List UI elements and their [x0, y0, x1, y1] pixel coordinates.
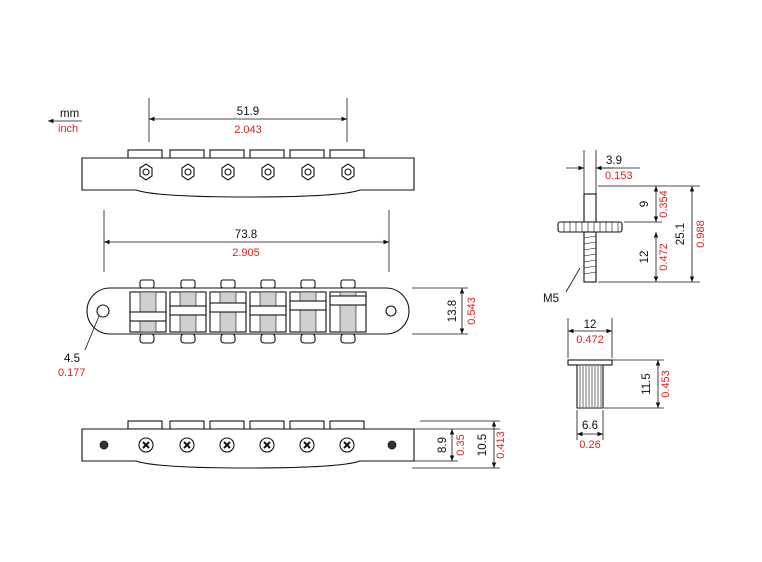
legend-mm: mm: [60, 108, 79, 120]
dim-base-height-mm: 8.9: [437, 437, 449, 453]
stud-thread: [583, 231, 597, 283]
dim-anchor-height-inch: 0.453: [660, 370, 672, 398]
stud-post: [583, 193, 597, 223]
dim-stud-total-mm: 25.1: [675, 223, 687, 245]
stud-knurl-wheel: [557, 221, 623, 233]
stud-view: 3.9 0.153 M5 9 0.354 12 0.472 25.1 0.988: [543, 150, 707, 305]
dim-stud-lower-inch: 0.472: [658, 243, 670, 271]
unit-legend: mm inch: [48, 108, 82, 135]
anchor-view: 12 0.472 11.5 0.453 6.6 0.26: [567, 318, 672, 451]
dim-post-spacing-mm: 73.8: [235, 229, 257, 241]
dim-anchor-head-mm: 12: [584, 319, 597, 331]
dim-stud-diameter-mm: 3.9: [606, 155, 622, 167]
dim-stud-upper-inch: 0.354: [658, 190, 670, 218]
dim-stud-upper-mm: 9: [639, 201, 651, 207]
dim-saddle-span-inch: 2.043: [234, 124, 262, 136]
dim-stud-total-inch: 0.988: [695, 220, 707, 248]
intonation-screw-icon: [139, 163, 355, 181]
dim-anchor-diameter-mm: 6.6: [582, 420, 598, 432]
bridge-rear-view: 8.9 0.35 10.5 0.413: [81, 420, 507, 469]
dim-anchor-diameter-inch: 0.26: [579, 439, 600, 451]
dim-post-hole-inch: 0.177: [58, 367, 86, 379]
leader-line: [565, 267, 581, 293]
dim-saddle-span-mm: 51.9: [237, 106, 259, 118]
bridge-body-top: [86, 287, 410, 335]
legend-inch: inch: [58, 123, 78, 135]
phillips-screw-icon: [138, 437, 355, 453]
dim-overall-height-inch: 0.413: [495, 431, 507, 459]
dim-stud-diameter-inch: 0.153: [605, 170, 633, 182]
anchor-body: [576, 364, 604, 409]
dim-stud-lower-mm: 12: [639, 251, 651, 264]
bridge-front-view: 51.9 2.043: [81, 98, 415, 198]
dim-bridge-height-inch: 0.543: [466, 297, 478, 325]
dim-base-height-inch: 0.35: [455, 434, 467, 455]
post-hole: [96, 304, 110, 318]
leader-line: [84, 315, 100, 351]
post-hole: [385, 305, 397, 317]
saddle-icon: [129, 291, 367, 333]
bridge-body-front: [81, 157, 415, 198]
anchor-flange: [567, 359, 613, 366]
post-hole: [99, 440, 109, 450]
dim-post-spacing-inch: 2.905: [232, 247, 260, 259]
dim-anchor-height-mm: 11.5: [641, 373, 653, 395]
dim-anchor-head-inch: 0.472: [576, 334, 604, 346]
dim-stud-thread: M5: [543, 293, 559, 305]
dim-bridge-height-mm: 13.8: [447, 300, 459, 322]
dim-overall-height-mm: 10.5: [477, 434, 489, 456]
dim-post-hole-mm: 4.5: [64, 353, 80, 365]
post-hole: [387, 440, 397, 450]
bridge-body-rear: [81, 428, 415, 469]
bridge-top-view: 73.8 2.905: [58, 210, 478, 379]
